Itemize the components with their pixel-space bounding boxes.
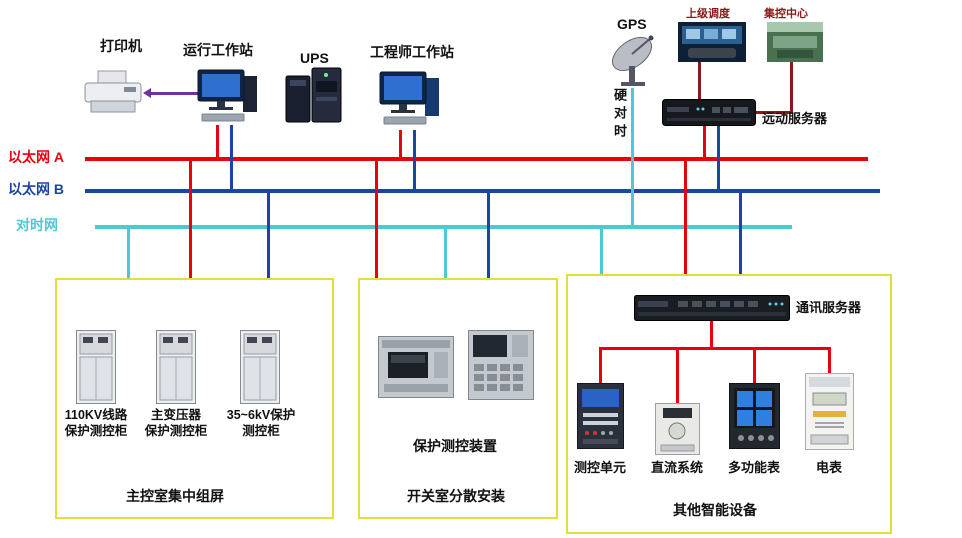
time-network-bus-line xyxy=(95,225,792,229)
energy-meter-icon xyxy=(805,373,854,450)
connector-leftbox-eth-b xyxy=(267,189,270,278)
control-center-label: 集控中心 xyxy=(764,8,808,20)
hard-time-sync-label: 硬对时 xyxy=(612,88,627,142)
connector-dispatch-server xyxy=(698,62,701,102)
connector-leftbox-eth-a xyxy=(189,157,192,278)
connector-midbox-eth-b xyxy=(487,189,490,278)
connector-drop-energy-meter xyxy=(828,347,831,375)
protection-device-1-icon xyxy=(378,336,454,398)
dispatch-label: 上级调度 xyxy=(686,8,730,20)
connector-midbox-eth-a xyxy=(375,157,378,278)
operator-workstation-icon xyxy=(196,68,260,126)
time-network-label: 对时网 xyxy=(16,217,58,233)
energy-meter-label: 电表 xyxy=(815,460,842,475)
printer-icon xyxy=(82,70,144,116)
connector-leftbox-time xyxy=(127,225,130,278)
operator-workstation-label: 运行工作站 xyxy=(183,42,253,58)
cabinet-110kv-label: 110KV线路 保护测控柜 xyxy=(64,408,128,439)
cabinet-35kv-label: 35~6kV保护 测控柜 xyxy=(226,408,296,439)
dc-system-label: 直流系统 xyxy=(650,460,703,475)
ethernet-a-bus-line xyxy=(85,157,868,161)
connector-rightbox-eth-a xyxy=(684,157,687,275)
dispatch-photo xyxy=(678,22,746,62)
cabinet-transformer-label: 主变压器 保护测控柜 xyxy=(144,408,208,439)
rtu-server-label: 远动服务器 xyxy=(762,111,828,126)
rtu-server-icon xyxy=(662,99,756,126)
connector-server-eth-b xyxy=(717,126,720,190)
gps-dish-icon xyxy=(606,32,662,88)
cabinet-110kv-icon xyxy=(76,330,116,404)
connector-gps-time-network xyxy=(631,88,634,226)
connector-control-center-horizontal xyxy=(755,111,793,114)
printer-label: 打印机 xyxy=(100,38,142,54)
connector-comm-server-drop xyxy=(710,321,713,349)
connector-drop-dc-system xyxy=(676,347,679,403)
connector-rightbox-eth-b xyxy=(739,189,742,275)
connector-control-center-vertical xyxy=(790,62,793,114)
measure-unit-icon xyxy=(577,383,624,449)
ethernet-b-bus-line xyxy=(85,189,880,193)
smart-devices-title: 其他智能设备 xyxy=(673,502,757,518)
connector-drop-multifunction-meter xyxy=(753,347,756,383)
ups-icon xyxy=(284,66,344,126)
ethernet-b-label: 以太网 B xyxy=(8,181,64,197)
main-control-room-title: 主控室集中组屏 xyxy=(126,488,224,504)
ups-label: UPS xyxy=(300,50,329,66)
protection-device-2-icon xyxy=(468,330,534,400)
comm-server-label: 通讯服务器 xyxy=(796,300,862,315)
connector-operator-eth-b xyxy=(230,125,233,190)
multifunction-meter-icon xyxy=(729,383,780,449)
connector-distribution-line xyxy=(599,347,831,350)
connector-engineer-eth-a xyxy=(399,130,402,158)
cabinet-35kv-icon xyxy=(240,330,280,404)
connector-rightbox-time xyxy=(600,225,603,275)
switch-room-title: 开关室分散安装 xyxy=(407,488,505,504)
ethernet-a-label: 以太网 A xyxy=(8,149,64,165)
connector-midbox-time xyxy=(444,225,447,278)
engineer-workstation-label: 工程师工作站 xyxy=(370,44,454,60)
printer-link-line xyxy=(150,92,198,95)
connector-server-eth-a xyxy=(703,126,706,158)
connector-operator-eth-a xyxy=(216,125,219,158)
engineer-workstation-icon xyxy=(378,70,442,130)
connector-drop-measure-unit xyxy=(599,347,602,383)
printer-link-arrowhead xyxy=(143,88,151,98)
control-center-photo xyxy=(767,22,823,62)
dc-system-icon xyxy=(655,403,700,455)
cabinet-transformer-icon xyxy=(156,330,196,404)
multifunction-meter-label: 多功能表 xyxy=(727,460,780,475)
comm-server-icon xyxy=(634,295,790,321)
protection-device-label: 保护测控装置 xyxy=(413,438,497,454)
connector-engineer-eth-b xyxy=(413,130,416,190)
measure-unit-label: 测控单元 xyxy=(573,460,626,475)
gps-label: GPS xyxy=(617,16,647,32)
